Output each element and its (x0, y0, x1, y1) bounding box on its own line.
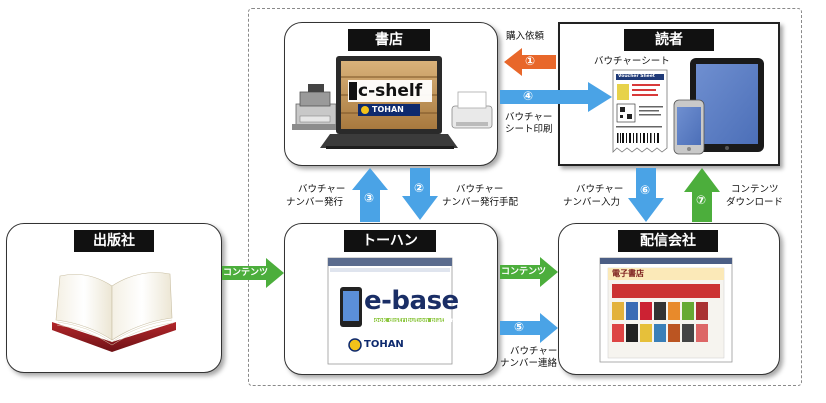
ebook-store-screen (599, 257, 733, 363)
publisher-title: 出版社 (74, 230, 154, 252)
flow-label-input-line1: バウチャー (576, 184, 624, 195)
content-label-distributor: コンテンツ (501, 267, 547, 277)
tohan-brand-logo: TOHAN (364, 339, 404, 350)
service-boundary (248, 8, 802, 386)
tohan-small-logo: TOHAN (372, 105, 404, 114)
arrow-notify-voucher (500, 313, 558, 343)
flow-label-input-line2: ナンバー入力 (563, 197, 621, 208)
flow-number-5: ⑤ (514, 320, 525, 334)
flow-number-6: ⑥ (640, 183, 651, 197)
voucher-caption: バウチャーシート (594, 56, 670, 67)
laptop-icon (320, 56, 458, 149)
cash-register-icon (292, 84, 340, 130)
ebase-tagline: ebook distribution platform (366, 317, 460, 324)
ebase-logo: e-base (364, 286, 459, 316)
distributor-title: 配信会社 (618, 230, 718, 252)
smartphone-icon (673, 99, 705, 155)
bookstore-title: 書店 (348, 29, 430, 51)
flow-label-notify-line1: バウチャー (510, 346, 558, 357)
flow-number-3: ③ (364, 191, 375, 205)
open-book-icon (52, 272, 176, 352)
flow-label-print-line1: バウチャー (505, 112, 553, 123)
cshelf-logo: c-shelf (358, 81, 423, 101)
tablet-icon (690, 58, 764, 152)
flow-number-4: ④ (523, 89, 534, 103)
flow-label-issue-line1: バウチャー (298, 184, 346, 195)
flow-label-arrange-line1: バウチャー (456, 184, 504, 195)
tohan-title: トーハン (344, 230, 436, 252)
flow-label-download-line1: コンテンツ (731, 184, 779, 195)
content-label-publisher: コンテンツ (223, 268, 269, 278)
flow-label-issue-line2: ナンバー発行 (286, 197, 344, 208)
arrow-print-voucher (500, 82, 612, 112)
reader-title: 読者 (624, 29, 714, 51)
arrow-download-content (684, 168, 720, 222)
flow-number-7: ⑦ (696, 193, 707, 207)
ebook-store-sign: 電子書店 (612, 269, 644, 278)
arrow-issue-voucher (352, 168, 388, 222)
flow-number-1: ① (525, 54, 536, 68)
voucher-sheet-icon (612, 69, 668, 153)
flow-label-arrange-line2: ナンバー発行手配 (442, 197, 519, 208)
voucher-sheet-heading: Voucher Sheet (618, 74, 655, 79)
printer-icon (451, 91, 493, 129)
flow-number-2: ② (414, 181, 425, 195)
flow-label-notify-line2: ナンバー連絡 (500, 358, 558, 369)
arrow-arrange-voucher (402, 168, 438, 220)
flow-label-purchase-request: 購入依頼 (506, 31, 545, 42)
arrow-purchase-request (504, 48, 556, 76)
flow-label-print-line2: シート印刷 (505, 124, 553, 135)
arrow-content-publisher (222, 258, 284, 288)
ebase-screen (327, 257, 453, 365)
arrow-content-distributor (500, 257, 558, 287)
arrow-input-voucher (628, 168, 664, 222)
flow-label-download-line2: ダウンロード (726, 197, 784, 208)
